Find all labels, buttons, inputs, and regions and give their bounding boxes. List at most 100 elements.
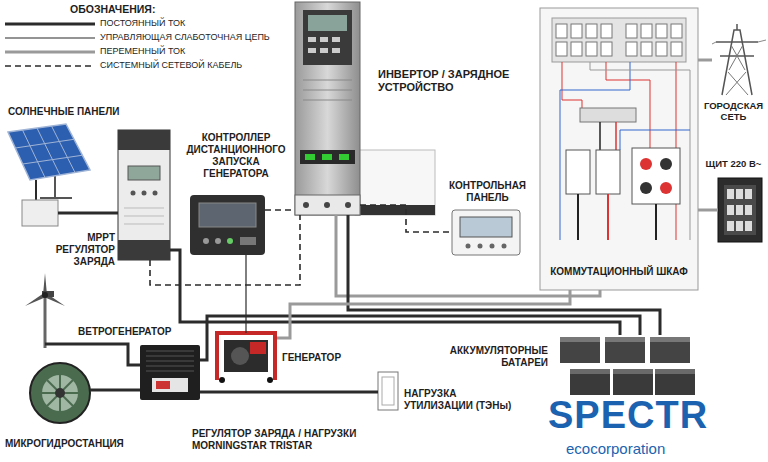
power-grid-art bbox=[722, 30, 752, 95]
switch-cabinet-art bbox=[671, 24, 682, 38]
battery-bank-art bbox=[605, 337, 645, 363]
tristar-controller-art bbox=[146, 366, 194, 367]
dc-cable bbox=[170, 250, 620, 335]
distribution-board-art bbox=[736, 205, 743, 215]
control-panel-art bbox=[460, 217, 512, 237]
battery-bank-art bbox=[655, 369, 695, 374]
battery-bank-art bbox=[613, 369, 653, 395]
inverter-art bbox=[308, 48, 316, 53]
distribution-board-art bbox=[745, 205, 752, 215]
solar-panel: СОЛНЕЧНЫЕ ПАНЕЛИ bbox=[5, 122, 95, 228]
mppt-art bbox=[124, 224, 164, 225]
node-label: АККУМУЛЯТОРНЫЕ БАТАРЕИ bbox=[420, 345, 548, 369]
inverter-charger: ИНВЕРТОР / ЗАРЯДНОЕ УСТРОЙСТВО bbox=[295, 2, 360, 215]
node-label: MPPT РЕГУЛЯТОР ЗАРЯДА bbox=[38, 232, 115, 268]
generator-art bbox=[245, 328, 246, 333]
switch-cabinet-art bbox=[641, 24, 652, 38]
inverter-art bbox=[339, 154, 349, 160]
switch-cabinet-art bbox=[640, 182, 652, 194]
battery-bank-art bbox=[560, 337, 600, 363]
power-grid-art bbox=[712, 42, 716, 44]
generator-start-controller: КОНТРОЛЛЕР ДИСТАНЦИОННОГО ЗАПУСКА ГЕНЕРА… bbox=[190, 195, 265, 255]
solar-panel-art bbox=[40, 197, 72, 199]
network-cable bbox=[360, 205, 452, 232]
logo-subtitle: ecocorporation bbox=[566, 440, 706, 458]
mppt-art bbox=[131, 191, 136, 196]
generator-start-controller-art bbox=[203, 238, 209, 244]
switch-cabinet-art bbox=[599, 122, 601, 150]
micro-hydro-art bbox=[47, 380, 73, 406]
legend-text: СИСТЕМНЫЙ СЕТЕВОЙ КАБЕЛЬ bbox=[100, 60, 292, 71]
switch-cabinet-art bbox=[562, 62, 582, 108]
inverter-art bbox=[308, 37, 316, 42]
distribution-board-art bbox=[727, 205, 734, 215]
distribution-board-art bbox=[736, 189, 743, 199]
inverter-art bbox=[303, 90, 352, 91]
battery-bank-art bbox=[560, 337, 600, 342]
tristar-controller-art bbox=[146, 351, 194, 352]
node-label: ЩИТ 220 В~ bbox=[701, 158, 766, 169]
micro-hydro: МИКРОГИДРОСТАНЦИЯ bbox=[30, 362, 90, 424]
node-label: ГОРОДСКАЯ СЕТЬ bbox=[701, 100, 766, 123]
ac-cable bbox=[698, 209, 718, 212]
switch-cabinet-art bbox=[660, 182, 672, 194]
wind-turbine-art bbox=[45, 343, 75, 346]
battery-bank-art bbox=[655, 369, 695, 395]
generator-start-controller-art bbox=[227, 238, 233, 244]
generator-start-controller-art bbox=[240, 237, 256, 245]
control-panel: КОНТРОЛЬНАЯ ПАНЕЛЬ bbox=[452, 210, 520, 255]
switch-cabinet: КОММУТАЦИОННЫЙ ШКАФ bbox=[540, 8, 698, 290]
power-grid-art bbox=[758, 40, 766, 42]
logo-word: SPECTR bbox=[548, 396, 718, 436]
power-grid-art bbox=[736, 24, 738, 30]
dump-load-art bbox=[382, 377, 394, 405]
dump-load: НАГРУЗКА УТИЛИЗАЦИИ (ТЭНы) bbox=[378, 372, 398, 410]
inverter-art bbox=[295, 2, 360, 215]
mppt-art bbox=[118, 130, 170, 260]
inverter-art bbox=[300, 150, 355, 164]
dc-cable bbox=[95, 212, 118, 215]
switch-cabinet-art bbox=[601, 42, 612, 56]
wind-turbine-art bbox=[25, 273, 75, 348]
power-grid-art bbox=[726, 72, 746, 95]
battery-bank-art bbox=[570, 369, 610, 374]
generator-art bbox=[250, 342, 266, 354]
switch-cabinet-art bbox=[596, 150, 620, 194]
tristar-controller: РЕГУЛЯТОР ЗАРЯДА / НАГРУЗКИ MORNINGSTAR … bbox=[140, 345, 200, 400]
mppt-art bbox=[118, 130, 170, 260]
solar-panel-art bbox=[52, 126, 76, 173]
control-panel-art bbox=[452, 210, 520, 255]
battery-bank-art bbox=[650, 337, 690, 363]
node-label: КОНТРОЛЬНАЯ ПАНЕЛЬ bbox=[440, 180, 535, 204]
distribution-board-art bbox=[718, 178, 762, 242]
node-label: ИНВЕРТОР / ЗАРЯДНОЕ УСТРОЙСТВО bbox=[378, 68, 528, 94]
power-grid-art bbox=[728, 72, 748, 95]
wind-turbine-art bbox=[42, 292, 48, 298]
generator-start-controller-art bbox=[190, 195, 265, 255]
node-label: СОЛНЕЧНЫЕ ПАНЕЛИ bbox=[8, 106, 148, 118]
micro-hydro-art bbox=[30, 363, 90, 423]
battery-bank-art bbox=[570, 369, 610, 395]
inverter-art bbox=[303, 100, 352, 101]
switch-cabinet-art bbox=[641, 42, 652, 56]
legend-text: УПРАВЛЯЮЩАЯ СЛАБОТОЧНАЯ ЦЕПЬ bbox=[100, 32, 292, 43]
node-label: КОНТРОЛЛЕР ДИСТАНЦИОННОГО ЗАПУСКА ГЕНЕРА… bbox=[180, 132, 292, 180]
inverter-art bbox=[320, 48, 328, 53]
tristar-controller-art bbox=[146, 356, 194, 357]
battery-bank-art bbox=[650, 337, 690, 342]
inverter-art bbox=[305, 154, 315, 160]
switch-cabinet-art bbox=[540, 8, 698, 290]
legend-sample bbox=[5, 37, 95, 38]
micro-hydro-art bbox=[42, 375, 78, 411]
switch-cabinet-art bbox=[607, 194, 609, 240]
wind-turbine-art bbox=[42, 291, 54, 297]
inverter-art bbox=[295, 2, 435, 215]
switch-cabinet-art bbox=[540, 8, 698, 290]
distribution-board-art bbox=[736, 221, 743, 231]
inverter-art bbox=[295, 195, 360, 215]
ac-cable bbox=[698, 59, 712, 62]
legend-heading: ОБОЗНАЧЕНИЯ: bbox=[70, 3, 230, 16]
distribution-board-art bbox=[727, 221, 734, 231]
mppt-art bbox=[124, 216, 164, 217]
